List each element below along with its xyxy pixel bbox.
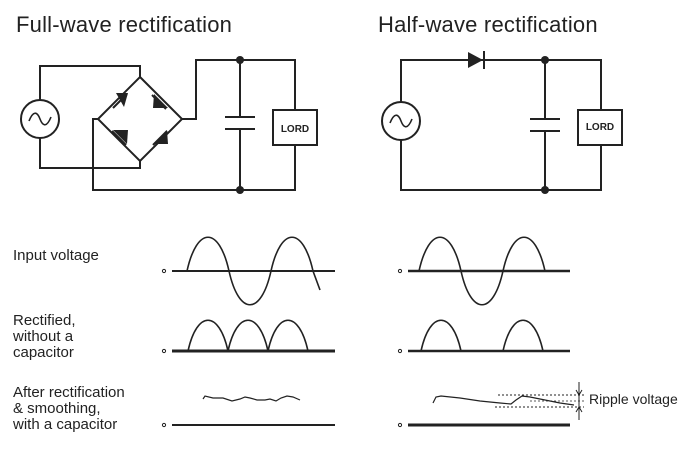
half-wave-title: Half-wave rectification [378,12,598,37]
ac-sine-glyph [389,114,413,128]
ac-sine-glyph [28,112,52,126]
diode-upper-right-icon [151,94,168,110]
diode-lower-left-icon [111,130,128,146]
waveforms [161,236,584,428]
zero-reference-dot [161,348,167,354]
diode-lower-right-icon [152,130,168,146]
load-box [272,109,318,146]
half-rectified-humps [420,319,544,352]
ripple-voltage-label: Ripple voltage [589,391,678,407]
zero-reference-dot [397,348,403,354]
junction-dot [236,56,244,64]
junction-dot [541,56,549,64]
bridge-diodes [111,93,168,146]
source-top-wire [39,65,141,100]
half-input-sine [418,236,546,306]
full-wave-load-label: LORD [281,124,309,135]
source-bottom-wire [39,138,141,169]
half-wave-bottom-wire [400,140,602,191]
full-input-sine [186,236,321,306]
half-wave-load-label: LORD [586,122,614,133]
zero-reference-dot [397,422,403,428]
full-wave-title: Full-wave rectification [16,12,233,37]
full-smoothed-ripple [202,395,301,402]
half-smoothed-ripple [432,395,575,406]
smoothed-label: After rectification & smoothing, with a … [13,384,125,433]
bridge-negative-wire [92,118,296,191]
full-rectified-humps [187,319,309,352]
zero-reference-dot [161,268,167,274]
junction-dot [236,186,244,194]
bridge-rectifier [96,75,184,163]
full-wave-circuit [20,59,318,191]
half-wave-top-wire [400,59,602,110]
half-wave-diode-icon [468,51,485,69]
bridge-positive-wire [182,59,296,120]
input-voltage-label: Input voltage [13,247,99,264]
zero-reference-dot [161,422,167,428]
load-box [577,109,623,146]
zero-reference-dot [397,268,403,274]
rectified-label: Rectified, without a capacitor [13,312,76,361]
diode-upper-left-icon [112,93,128,109]
junction-dot [541,186,549,194]
half-wave-circuit [381,59,623,191]
